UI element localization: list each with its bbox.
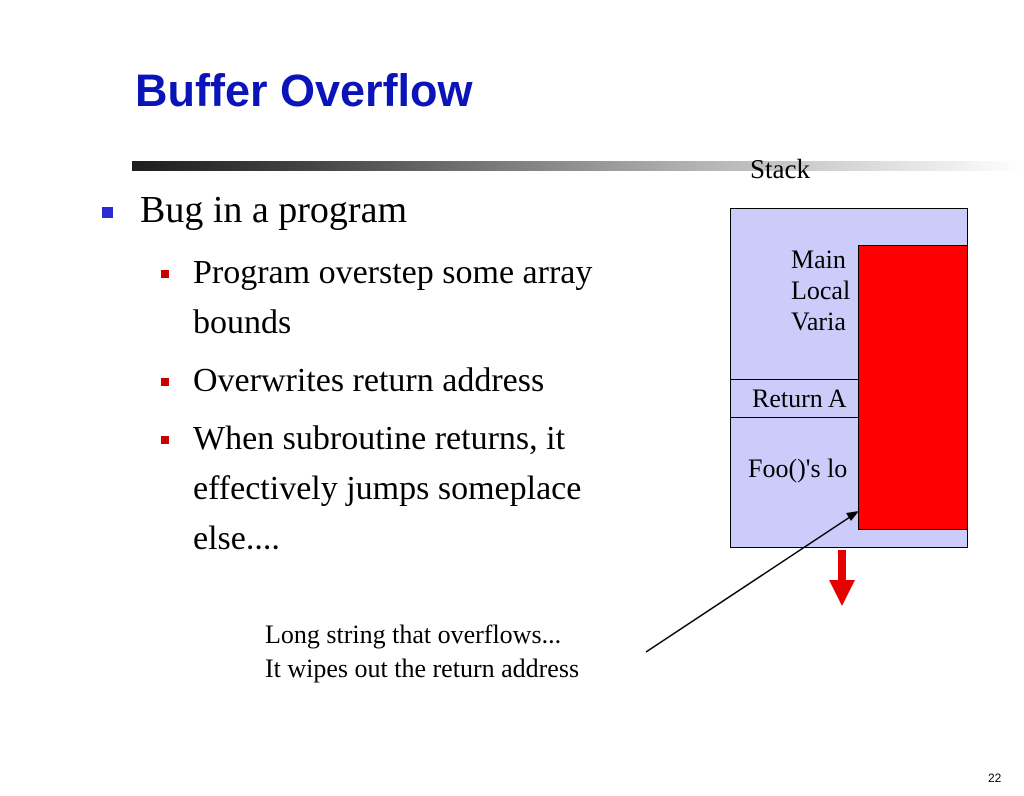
main-locals-line: Main xyxy=(791,245,846,274)
sub-bullet-text: Overwrites return address xyxy=(193,362,545,399)
frame-divider xyxy=(731,417,967,418)
main-locals-line: Varia xyxy=(791,307,846,336)
foo-locals-label: Foo()'s lo xyxy=(748,454,848,483)
caption-line: Long string that overflows... xyxy=(265,620,562,649)
main-bullet-marker xyxy=(102,207,113,218)
main-bullet-text: Bug in a program xyxy=(140,189,408,231)
frame-divider xyxy=(731,379,967,380)
overflow-caption: Long string that overflows... It wipes o… xyxy=(265,618,579,686)
sub-bullet-marker xyxy=(161,270,169,278)
title-underline xyxy=(132,161,1024,171)
caption-line: It wipes out the return address xyxy=(265,654,580,683)
page-number: 22 xyxy=(988,771,1002,785)
overflow-string-block xyxy=(858,245,968,530)
stack-growth-arrow-head xyxy=(829,580,855,606)
sub-bullet-marker xyxy=(161,378,169,386)
return-address-label: Return A xyxy=(752,384,847,413)
sub-bullet-marker xyxy=(161,436,169,444)
main-locals-line: Local xyxy=(791,276,851,305)
sub-bullet-text: When subroutine returns, it effectively … xyxy=(193,420,582,557)
callout-pointer-line xyxy=(645,514,854,653)
slide-title: Buffer Overflow xyxy=(135,65,473,116)
callout-pointer-head xyxy=(846,511,859,521)
sub-bullet-text: Program overstep some array bounds xyxy=(193,254,593,341)
stack-label: Stack xyxy=(750,154,810,184)
